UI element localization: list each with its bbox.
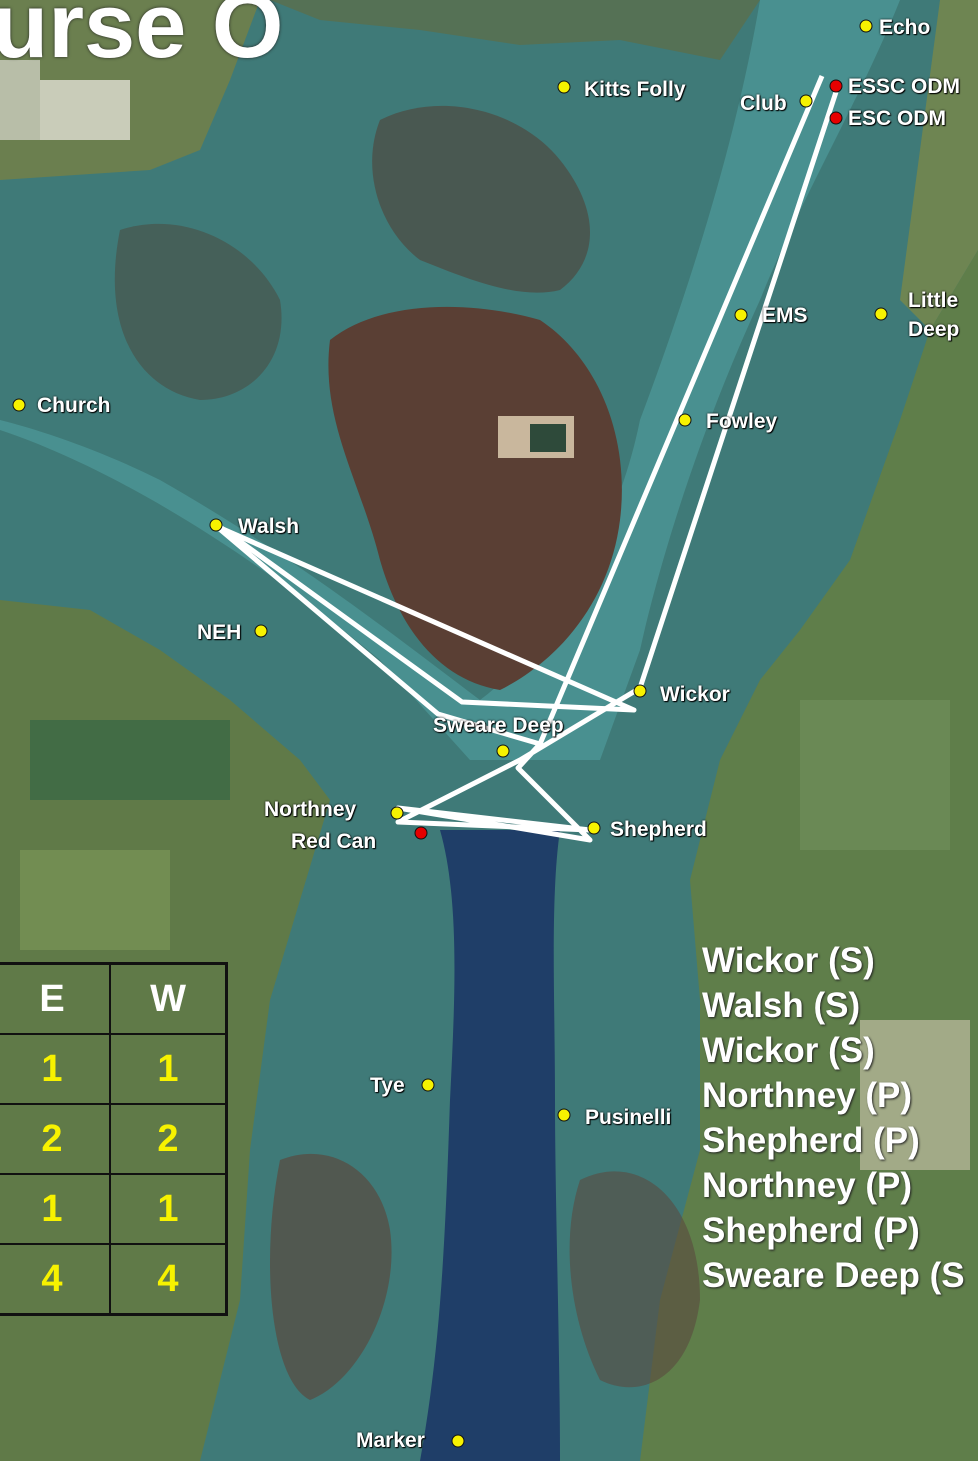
marker-mark[interactable] [451, 1434, 465, 1448]
ems-mark[interactable] [734, 308, 748, 322]
echo-mark[interactable] [859, 19, 873, 33]
land-north-east [900, 0, 978, 330]
fowley-label: Fowley [706, 410, 778, 433]
wickor-mark[interactable] [633, 684, 647, 698]
field-east [800, 700, 950, 850]
neh-mark[interactable] [254, 624, 268, 638]
course-title: urse O [0, 0, 284, 77]
header-w: W [109, 962, 228, 1035]
table-cell: 1 [109, 1033, 228, 1105]
walsh-label: Walsh [238, 515, 300, 538]
church-label: Church [37, 394, 111, 417]
marsh-island [328, 306, 622, 690]
table-cell: 2 [109, 1103, 228, 1175]
channel-light [0, 0, 900, 760]
sequence-item: Wickor (S) [702, 941, 875, 980]
sweare-deep-mark[interactable] [496, 744, 510, 758]
shepherd-label: Shepherd [610, 818, 707, 841]
wickor-label: Wickor [660, 683, 730, 706]
club-mark[interactable] [799, 94, 813, 108]
laps-table: E W 1 1 2 2 1 1 4 4 [0, 962, 228, 1316]
neh-label: NEH [197, 621, 242, 644]
kitts-folly-label: Kitts Folly [584, 78, 686, 101]
marsh-south-east [569, 1171, 700, 1388]
marker-label: Marker [356, 1429, 425, 1452]
sequence-item: Shepherd (P) [702, 1121, 920, 1160]
marsh-south-west [270, 1153, 392, 1400]
marsh-west [114, 223, 282, 400]
course-route [213, 75, 839, 843]
tye-mark[interactable] [421, 1078, 435, 1092]
essc-odm-label: ESSC ODM [848, 75, 961, 98]
table-row: 1 1 [0, 1033, 228, 1105]
table-row: 4 4 [0, 1243, 228, 1316]
shepherd-mark[interactable] [587, 821, 601, 835]
sequence-item: Northney (P) [702, 1166, 912, 1205]
essc-odm-mark[interactable] [829, 79, 843, 93]
club-label: Club [740, 92, 787, 115]
pusinelli-mark[interactable] [557, 1108, 571, 1122]
laps-table-header: E W [0, 962, 228, 1035]
course-sequence: Wickor (S) Walsh (S) Wickor (S) Northney… [702, 938, 965, 1298]
route-line-long [395, 75, 839, 843]
table-cell: 4 [109, 1243, 228, 1316]
sweare-deep-label: Sweare Deep [433, 714, 564, 737]
field-west-2 [20, 850, 170, 950]
esc-odm-mark[interactable] [829, 111, 843, 125]
walsh-mark[interactable] [209, 518, 223, 532]
sequence-item: Wickor (S) [702, 1031, 875, 1070]
pusinelli-label: Pusinelli [585, 1106, 672, 1129]
field-east-pale [860, 1020, 970, 1170]
ems-label: EMS [762, 304, 808, 327]
northney-mark[interactable] [390, 806, 404, 820]
island-building-inner [530, 424, 566, 452]
marsh-north [372, 105, 590, 293]
fowley-mark[interactable] [678, 413, 692, 427]
little-deep-label-2: Deep [908, 318, 960, 341]
land-top [270, 0, 760, 60]
table-row: 1 1 [0, 1173, 228, 1245]
header-e: E [0, 962, 111, 1035]
field-west [30, 720, 230, 800]
red-can-mark[interactable] [414, 826, 428, 840]
table-cell: 1 [0, 1033, 111, 1105]
table-cell: 4 [0, 1243, 111, 1316]
field-top-left-b [40, 80, 130, 140]
table-cell: 1 [0, 1173, 111, 1245]
little-deep-label-1: Little [908, 289, 959, 312]
sequence-item: Sweare Deep (S [702, 1256, 965, 1295]
tye-label: Tye [370, 1074, 405, 1097]
little-deep-mark[interactable] [874, 307, 888, 321]
esc-odm-label: ESC ODM [848, 107, 947, 130]
echo-label: Echo [879, 16, 931, 39]
field-top-left-a [0, 60, 40, 140]
table-cell: 2 [0, 1103, 111, 1175]
deep-channel [420, 830, 560, 1461]
sequence-item: Walsh (S) [702, 986, 861, 1025]
table-cell: 1 [109, 1173, 228, 1245]
church-mark[interactable] [12, 398, 26, 412]
northney-label: Northney [264, 798, 357, 821]
kitts-folly-mark[interactable] [557, 80, 571, 94]
sequence-item: Shepherd (P) [702, 1211, 920, 1250]
sequence-item: Northney (P) [702, 1076, 912, 1115]
route-line-walsh [213, 521, 637, 747]
table-row: 2 2 [0, 1103, 228, 1175]
red-can-label: Red Can [291, 830, 377, 853]
